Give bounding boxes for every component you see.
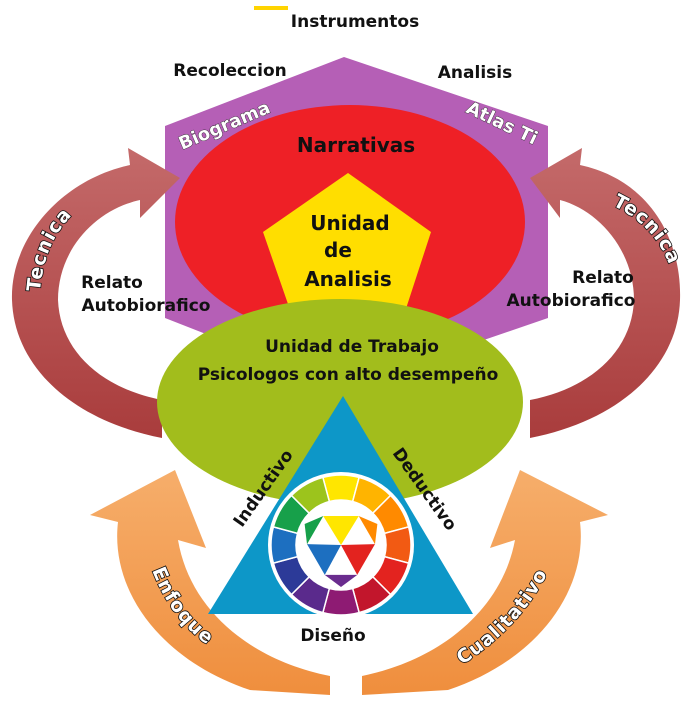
- label-relato-left-2: Autobiorafico: [82, 296, 211, 316]
- label-analisis: Analisis: [438, 63, 512, 83]
- color-wheel-core: [304, 515, 324, 545]
- color-wheel: [268, 472, 414, 618]
- label-unidad-line2: de: [324, 238, 352, 262]
- label-diseno: Diseño: [300, 626, 365, 646]
- label-unidad-line1: Unidad: [310, 211, 389, 235]
- label-narrativas: Narrativas: [297, 133, 415, 157]
- label-recoleccion: Recoleccion: [173, 61, 287, 81]
- label-relato-left-1: Relato: [81, 273, 143, 293]
- label-relato-right-1: Relato: [572, 268, 634, 288]
- yellow-mark: [254, 6, 288, 10]
- color-wheel-core: [307, 544, 341, 575]
- label-relato-right-2: Autobiorafico: [507, 291, 636, 311]
- label-unidad-line3: Analisis: [304, 267, 392, 291]
- cualitativo-arrow: [362, 470, 608, 695]
- label-instrumentos: Instrumentos: [291, 12, 419, 32]
- color-wheel-core: [341, 544, 375, 575]
- color-wheel-core: [358, 515, 378, 545]
- enfoque-arrow: [90, 470, 330, 695]
- tecnica-arrow-left: [11, 148, 180, 438]
- color-wheel-core: [323, 516, 359, 545]
- label-unidad-trabajo: Unidad de Trabajo: [265, 337, 439, 357]
- color-wheel-core: [324, 574, 358, 587]
- tecnica-arrow-right: [530, 148, 681, 438]
- unidad-analisis-pentagon: [263, 173, 431, 327]
- label-psicologos: Psicologos con alto desempeño: [198, 365, 499, 385]
